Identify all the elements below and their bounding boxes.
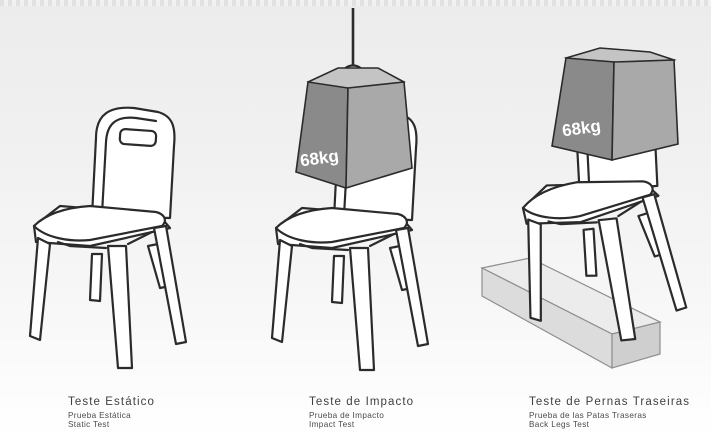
weight-side-face: [345, 81, 413, 190]
title-portuguese: Teste de Impacto: [309, 396, 415, 408]
caption-back-legs-test: Teste de Pernas Traseiras Prueba de las …: [529, 396, 691, 430]
chair-static: [28, 106, 188, 370]
impact-weight: 68kg: [295, 8, 413, 190]
title-english: Static Test: [68, 419, 110, 429]
title-portuguese: Teste de Pernas Traseiras: [529, 396, 691, 408]
caption-static-test: Teste Estático Prueba Estática Static Te…: [68, 396, 155, 430]
weight2-side-face: [611, 59, 679, 162]
title-spanish: Prueba Estática: [68, 410, 132, 420]
title-english: Back Legs Test: [529, 419, 590, 429]
caption-impact-test: Teste de Impacto Prueba de Impacto Impac…: [309, 396, 415, 430]
base-block: [480, 257, 662, 370]
title-spanish: Prueba de las Patas Traseras: [529, 410, 647, 420]
title-english: Impact Test: [309, 419, 355, 429]
top-border: [0, 0, 711, 6]
weight2-front-face: [551, 57, 615, 162]
title-portuguese: Teste Estático: [68, 396, 155, 408]
title-spanish: Prueba de Impacto: [309, 410, 385, 420]
weight-front-face: [295, 81, 349, 190]
back-legs-weight: 68kg: [551, 47, 679, 162]
